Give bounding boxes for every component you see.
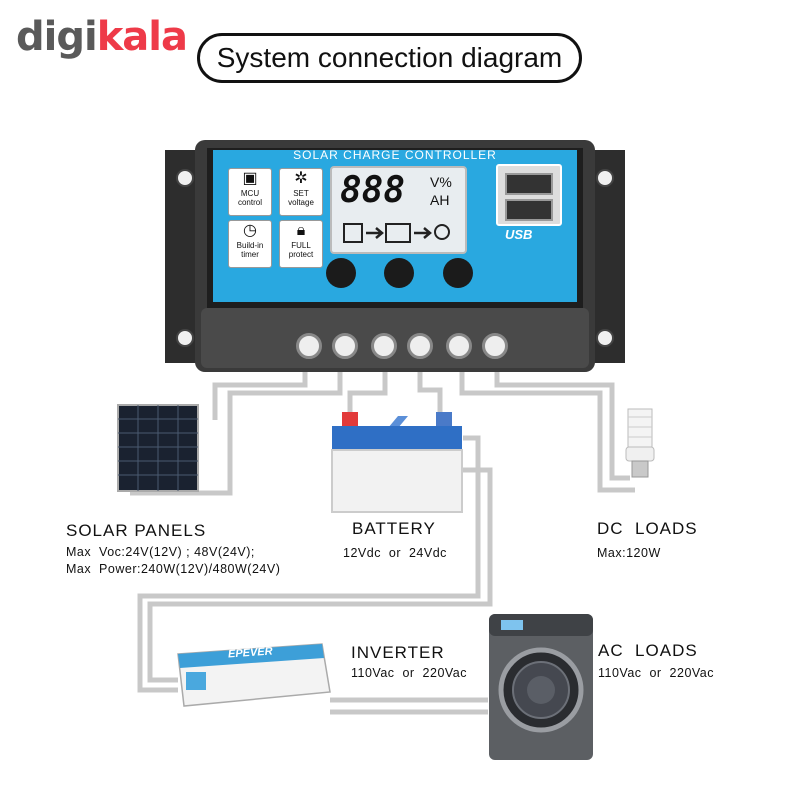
solar-panel-image bbox=[117, 404, 199, 492]
battery-spec: 12Vdc or 24Vdc bbox=[343, 546, 447, 560]
dc-loads-title: DC LOADS bbox=[597, 519, 698, 538]
load-button[interactable] bbox=[443, 258, 473, 288]
set-button[interactable] bbox=[384, 258, 414, 288]
digikala-logo: digikala bbox=[16, 14, 188, 60]
usb-ports[interactable] bbox=[496, 164, 562, 226]
terminal-load-positive bbox=[446, 333, 472, 359]
set-voltage-icon: ✲ SET voltage bbox=[279, 168, 323, 216]
lcd-unit-bottom: AH bbox=[430, 192, 450, 208]
cfl-bulb-image bbox=[625, 408, 655, 478]
ac-loads-spec: 110Vac or 220Vac bbox=[598, 666, 715, 680]
inverter-title: INVERTER bbox=[351, 643, 445, 662]
lcd-unit-top: V% bbox=[430, 174, 452, 190]
controller-header: SOLAR CHARGE CONTROLLER bbox=[293, 148, 497, 162]
full-protect-icon: 🔒︎ FULL protect bbox=[279, 220, 323, 268]
solar-panels-title: SOLAR PANELS bbox=[66, 521, 207, 540]
lcd-flow-icons bbox=[343, 223, 450, 243]
ac-loads-title: AC LOADS bbox=[598, 641, 698, 660]
washing-machine-image bbox=[489, 614, 593, 760]
terminal-battery-negative bbox=[407, 333, 433, 359]
diagram-title: System connection diagram bbox=[197, 33, 582, 83]
lcd-digits: 888 bbox=[340, 170, 406, 211]
timer-icon: ◷ Build-in timer bbox=[228, 220, 272, 268]
terminal-solar-positive bbox=[296, 333, 322, 359]
battery-title: BATTERY bbox=[352, 519, 436, 538]
inverter-image bbox=[177, 643, 331, 707]
battery-image bbox=[331, 412, 463, 513]
solar-spec-line2: Max Power:240W(12V)/480W(24V) bbox=[66, 562, 281, 576]
solar-spec-line1: Max Voc:24V(12V) ; 48V(24V); bbox=[66, 545, 255, 559]
terminal-battery-positive bbox=[371, 333, 397, 359]
lcd-display: 888 V% AH bbox=[330, 166, 467, 254]
menu-button[interactable] bbox=[326, 258, 356, 288]
usb-label: USB bbox=[505, 227, 533, 242]
dc-loads-spec: Max:120W bbox=[597, 546, 661, 560]
terminal-solar-negative bbox=[332, 333, 358, 359]
inverter-spec: 110Vac or 220Vac bbox=[351, 666, 468, 680]
terminal-load-negative bbox=[482, 333, 508, 359]
mcu-control-icon: ▣ MCU control bbox=[228, 168, 272, 216]
